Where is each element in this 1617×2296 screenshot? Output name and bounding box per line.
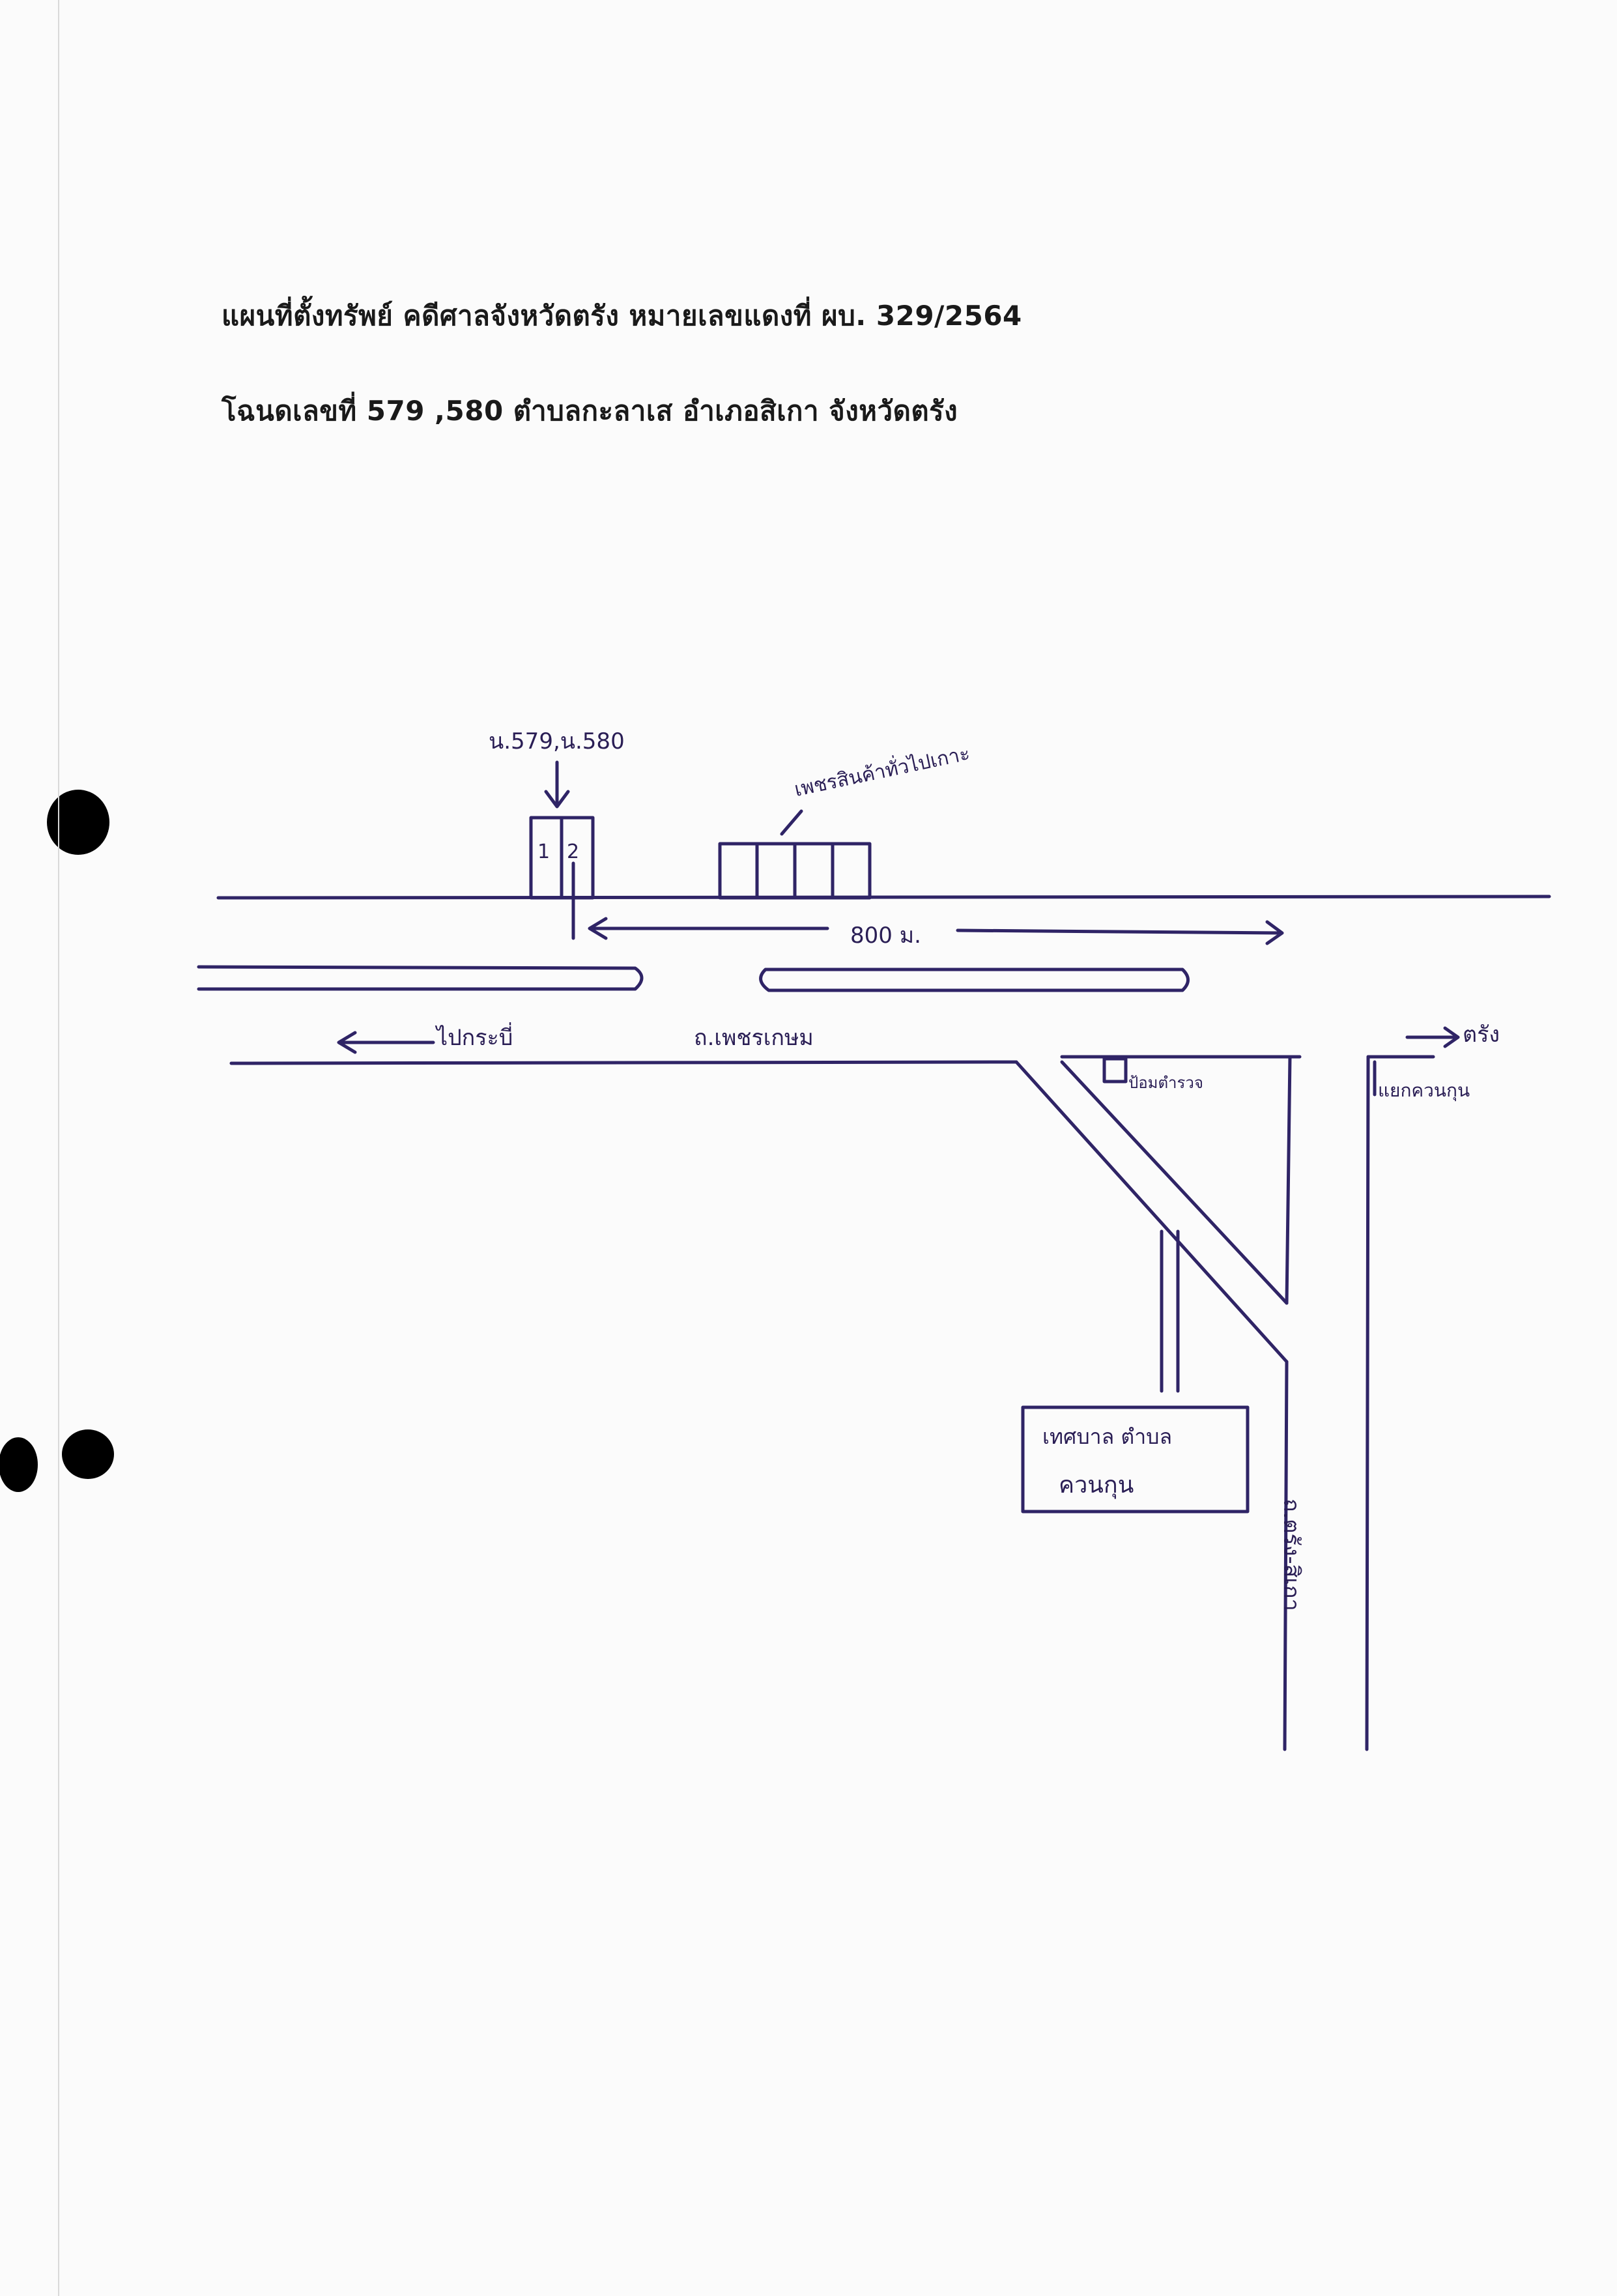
diagonal-road-edge-outer <box>1014 1060 1289 1364</box>
parcel-label: น.579,น.580 <box>489 728 625 754</box>
punch-hole <box>0 1437 38 1492</box>
side-road-right-edge <box>1365 1055 1370 1751</box>
police-box <box>1102 1057 1128 1083</box>
island-right-edge <box>1285 1055 1292 1305</box>
main-road-edge-top <box>216 895 1551 900</box>
punch-hole <box>47 790 109 855</box>
diagonal-road-edge-inner <box>1060 1060 1289 1305</box>
arrow-right <box>1405 1026 1460 1048</box>
parcel-unit-2: 2 <box>567 840 580 863</box>
shop-pointer <box>780 809 803 836</box>
median-right <box>759 968 1190 992</box>
sign-line-2: ควนกุน <box>1059 1472 1134 1499</box>
right-direction-label: ตรัง <box>1463 1022 1500 1048</box>
distance-arrow-left <box>588 917 829 940</box>
arrow-left <box>337 1031 435 1054</box>
median-left <box>197 965 644 991</box>
parcel-arrow <box>544 760 570 809</box>
parcel-unit-1: 1 <box>537 840 551 863</box>
junction-label: แยกควนกุน <box>1378 1080 1470 1101</box>
side-road-left-edge <box>1283 1360 1289 1751</box>
page-subtitle: โฉนดเลขที่ 579 ,580 ตำบลกะลาเส อำเภอสิเก… <box>222 395 958 427</box>
side-road-label: ถ.ตรัง-สิเกา <box>1278 1499 1304 1611</box>
punch-hole <box>62 1429 114 1479</box>
distance-label: 800 ม. <box>850 923 921 949</box>
main-road-label: ถ.เพชรเกษม <box>694 1025 814 1051</box>
left-direction-label: ไปกระบี่ <box>436 1025 513 1051</box>
sign-board <box>1021 1405 1250 1514</box>
police-box-label: ป้อมตำรวจ <box>1128 1074 1203 1092</box>
distance-arrow-right <box>956 920 1284 945</box>
main-road-edge-bottom <box>229 1060 1018 1065</box>
sign-line-1: เทศบาล ตำบล <box>1042 1424 1173 1449</box>
page-title: แผนที่ตั้งทรัพย์ คดีศาลจังหวัดตรัง หมายเ… <box>222 300 1022 332</box>
